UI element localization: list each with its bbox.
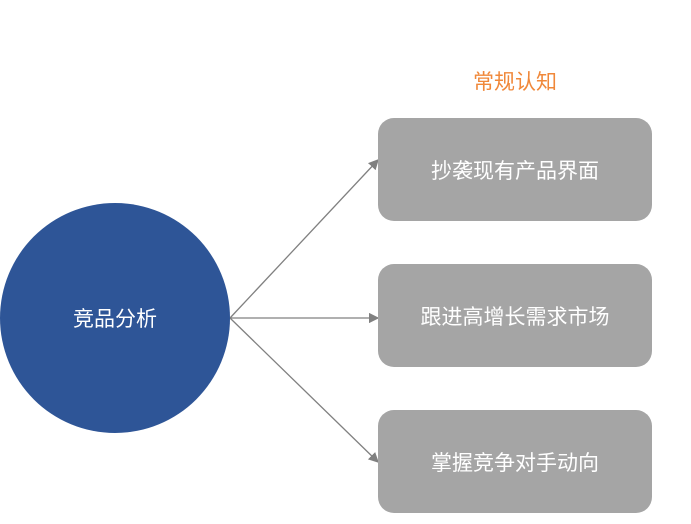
arrow-3 bbox=[229, 317, 379, 463]
center-node: 竞品分析 bbox=[0, 203, 230, 433]
item-box-2: 跟进高增长需求市场 bbox=[378, 264, 652, 367]
section-title: 常规认知 bbox=[473, 70, 557, 94]
item-box-1: 抄袭现有产品界面 bbox=[378, 118, 652, 221]
arrow-1 bbox=[229, 159, 379, 319]
item-box-3: 掌握竞争对手动向 bbox=[378, 410, 652, 513]
